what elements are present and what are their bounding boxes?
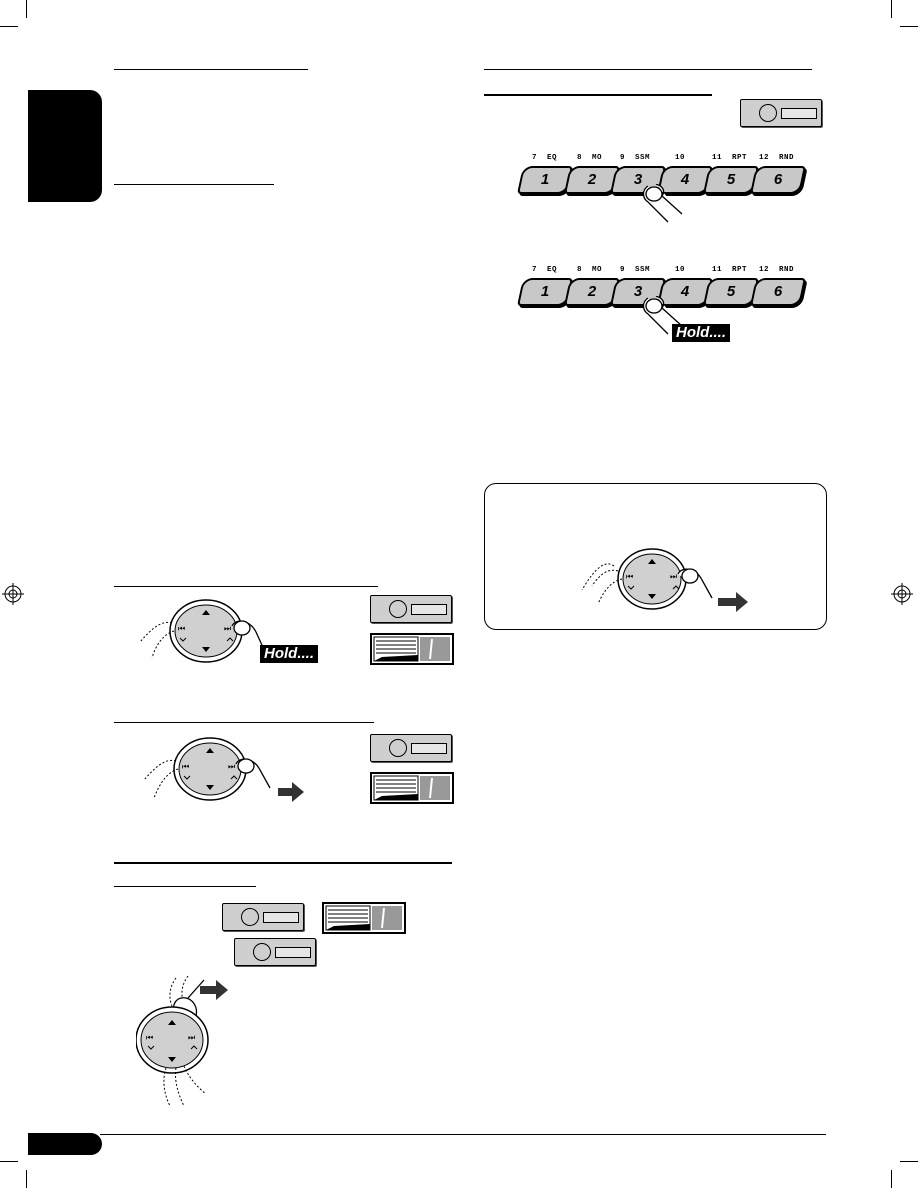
svg-text:⏭: ⏭ [224,624,231,633]
preset-top-label: 8 MO [577,154,603,162]
svg-text:⏭: ⏭ [670,572,677,581]
preset-top-label: 10 [675,154,686,162]
section-rule [114,586,378,587]
section-rule [484,69,812,70]
source-display-icon [370,595,452,623]
section-rule [114,184,274,185]
hold-label: Hold.... [260,645,318,663]
source-display-icon [740,99,822,127]
preset-top-label: 12 RND [759,154,795,162]
control-dial-icon: ⏮ ⏭ [581,548,748,612]
control-dial-icon: ⏮ ⏭ [143,737,304,802]
control-dial-icon: ⏮ ⏭ [136,976,228,1107]
section-rule [114,69,308,70]
svg-text:⏮: ⏮ [182,762,189,771]
preset-top-label: 11 RPT [712,154,748,162]
detached-panel-icon [370,772,454,804]
tip-callout-box [484,483,827,630]
svg-text:⏮: ⏮ [146,1033,153,1042]
preset-button-6[interactable]: 6 [750,166,806,194]
preset-top-label: 10 [675,266,686,274]
page-number-tab [28,1133,102,1155]
preset-top-label: 12 RND [759,266,795,274]
hold-label: Hold.... [672,324,730,342]
source-display-icon [222,903,304,931]
preset-top-label: 9 SSM [620,154,651,162]
footer-rule [100,1134,826,1135]
section-rule [114,722,374,723]
section-rule [114,886,256,887]
preset-button-6[interactable]: 6 [750,278,806,306]
finger-press-icon [642,184,683,223]
section-rule [114,862,452,864]
source-display-icon [234,938,316,966]
language-tab [28,90,102,202]
svg-text:⏭: ⏭ [188,1033,195,1042]
registration-mark-right [891,583,913,605]
preset-top-label: 7 EQ [532,266,558,274]
preset-top-label: 7 EQ [532,154,558,162]
preset-top-label: 9 SSM [620,266,651,274]
control-dial-icon: ⏮ ⏭ [139,599,267,663]
source-display-icon [370,734,452,762]
detached-panel-icon [370,633,454,665]
detached-panel-icon [322,902,406,934]
finger-press-icon [642,296,683,335]
registration-mark-left [2,583,24,605]
svg-text:⏭: ⏭ [228,762,235,771]
preset-top-label: 8 MO [577,266,603,274]
svg-text:⏮: ⏮ [626,572,633,581]
preset-top-label: 11 RPT [712,266,748,274]
section-rule [484,94,712,96]
svg-text:⏮: ⏮ [178,624,185,633]
